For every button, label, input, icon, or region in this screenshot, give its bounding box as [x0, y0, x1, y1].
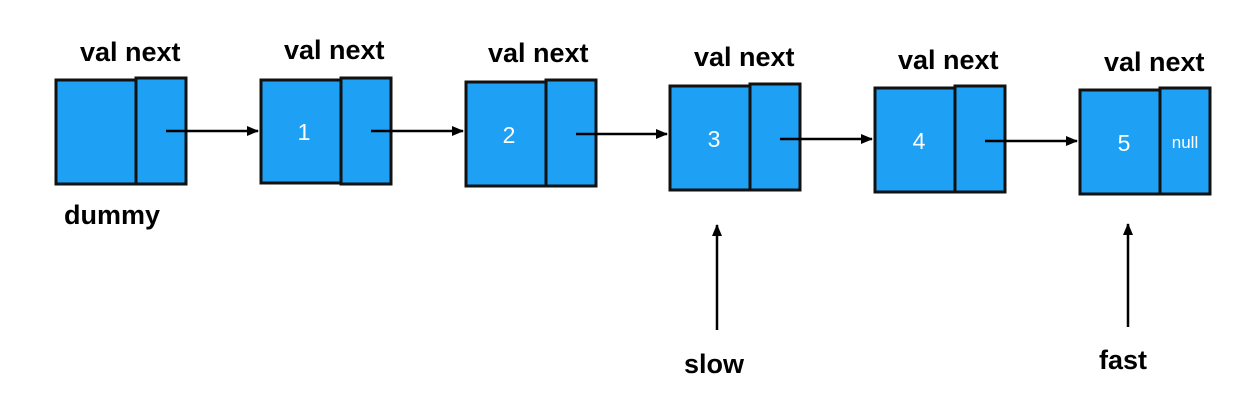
- node-value: 3: [708, 126, 721, 152]
- dummy-label: dummy: [64, 200, 160, 230]
- node-1: val next 1: [259, 35, 393, 186]
- val-field: [1078, 88, 1162, 196]
- node-header: val next: [80, 37, 181, 67]
- node-2: val next 2: [464, 38, 598, 188]
- node-value: 2: [503, 122, 516, 148]
- node-value: 4: [913, 128, 926, 154]
- null-pointer-label: null: [1172, 133, 1198, 152]
- node-value: 1: [298, 119, 311, 145]
- node-header: val next: [898, 45, 999, 75]
- node-dummy: val next: [54, 37, 188, 186]
- next-field: [1158, 86, 1212, 196]
- node-value: 5: [1118, 130, 1131, 156]
- node-header: val next: [694, 42, 795, 72]
- node-5: val next 5 null: [1078, 47, 1212, 196]
- fast-label: fast: [1099, 345, 1147, 375]
- val-field: [873, 86, 957, 194]
- node-header: val next: [284, 35, 385, 65]
- node-header: val next: [1104, 47, 1205, 77]
- val-field: [668, 84, 752, 192]
- val-field: [259, 78, 343, 185]
- slow-label: slow: [684, 349, 745, 379]
- next-field: [748, 82, 802, 192]
- val-field: [54, 78, 138, 186]
- node-4: val next 4: [873, 45, 1007, 194]
- next-field: [953, 84, 1007, 194]
- node-3: val next 3: [668, 42, 802, 192]
- node-header: val next: [488, 38, 589, 68]
